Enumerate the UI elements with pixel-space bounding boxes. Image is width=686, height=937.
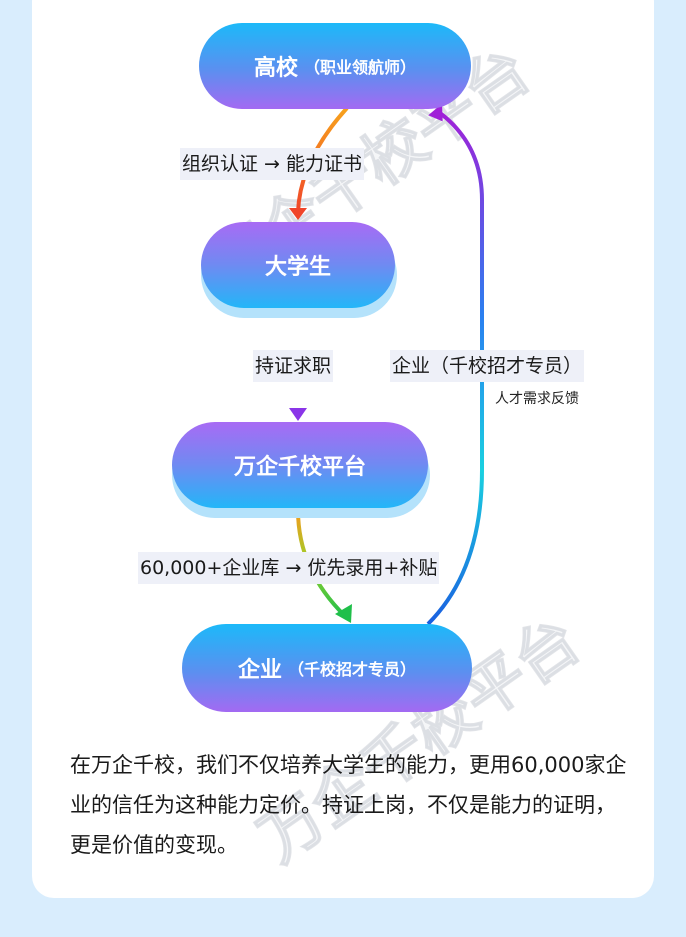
- node-enterprise-subtitle: （千校招才专员）: [288, 660, 417, 679]
- arrowhead-icon: [428, 103, 443, 122]
- edge-label-feedback: 人才需求反馈: [495, 391, 579, 407]
- arrowhead-icon: [289, 408, 307, 421]
- arrow-enterprise-to-university: [426, 111, 484, 626]
- node-student: 大学生: [201, 222, 395, 308]
- node-student-title: 大学生: [264, 255, 331, 280]
- node-enterprise-title: 企业: [237, 658, 282, 683]
- edge-label-enterprise: 企业（千校招才专员）: [390, 350, 585, 382]
- arrowhead-icon: [335, 604, 352, 623]
- node-platform: 万企千校平台: [172, 422, 428, 508]
- edge-label-job-seek: 持证求职: [253, 350, 334, 382]
- node-university: 高校 （职业领航师）: [199, 23, 471, 109]
- node-university-title: 高校: [253, 56, 298, 81]
- edge-label-library: 60,000+企业库 → 优先录用+补贴: [138, 552, 440, 584]
- arrowhead-icon: [289, 208, 307, 220]
- node-platform-title: 万企千校平台: [233, 455, 366, 480]
- description-paragraph: 在万企千校，我们不仅培养大学生的能力，更用60,000家企业的信任为这种能力定价…: [70, 753, 627, 857]
- node-university-subtitle: （职业领航师）: [304, 58, 417, 77]
- node-enterprise: 企业 （千校招才专员）: [182, 624, 472, 712]
- edge-label-certify: 组织认证 → 能力证书: [180, 148, 364, 180]
